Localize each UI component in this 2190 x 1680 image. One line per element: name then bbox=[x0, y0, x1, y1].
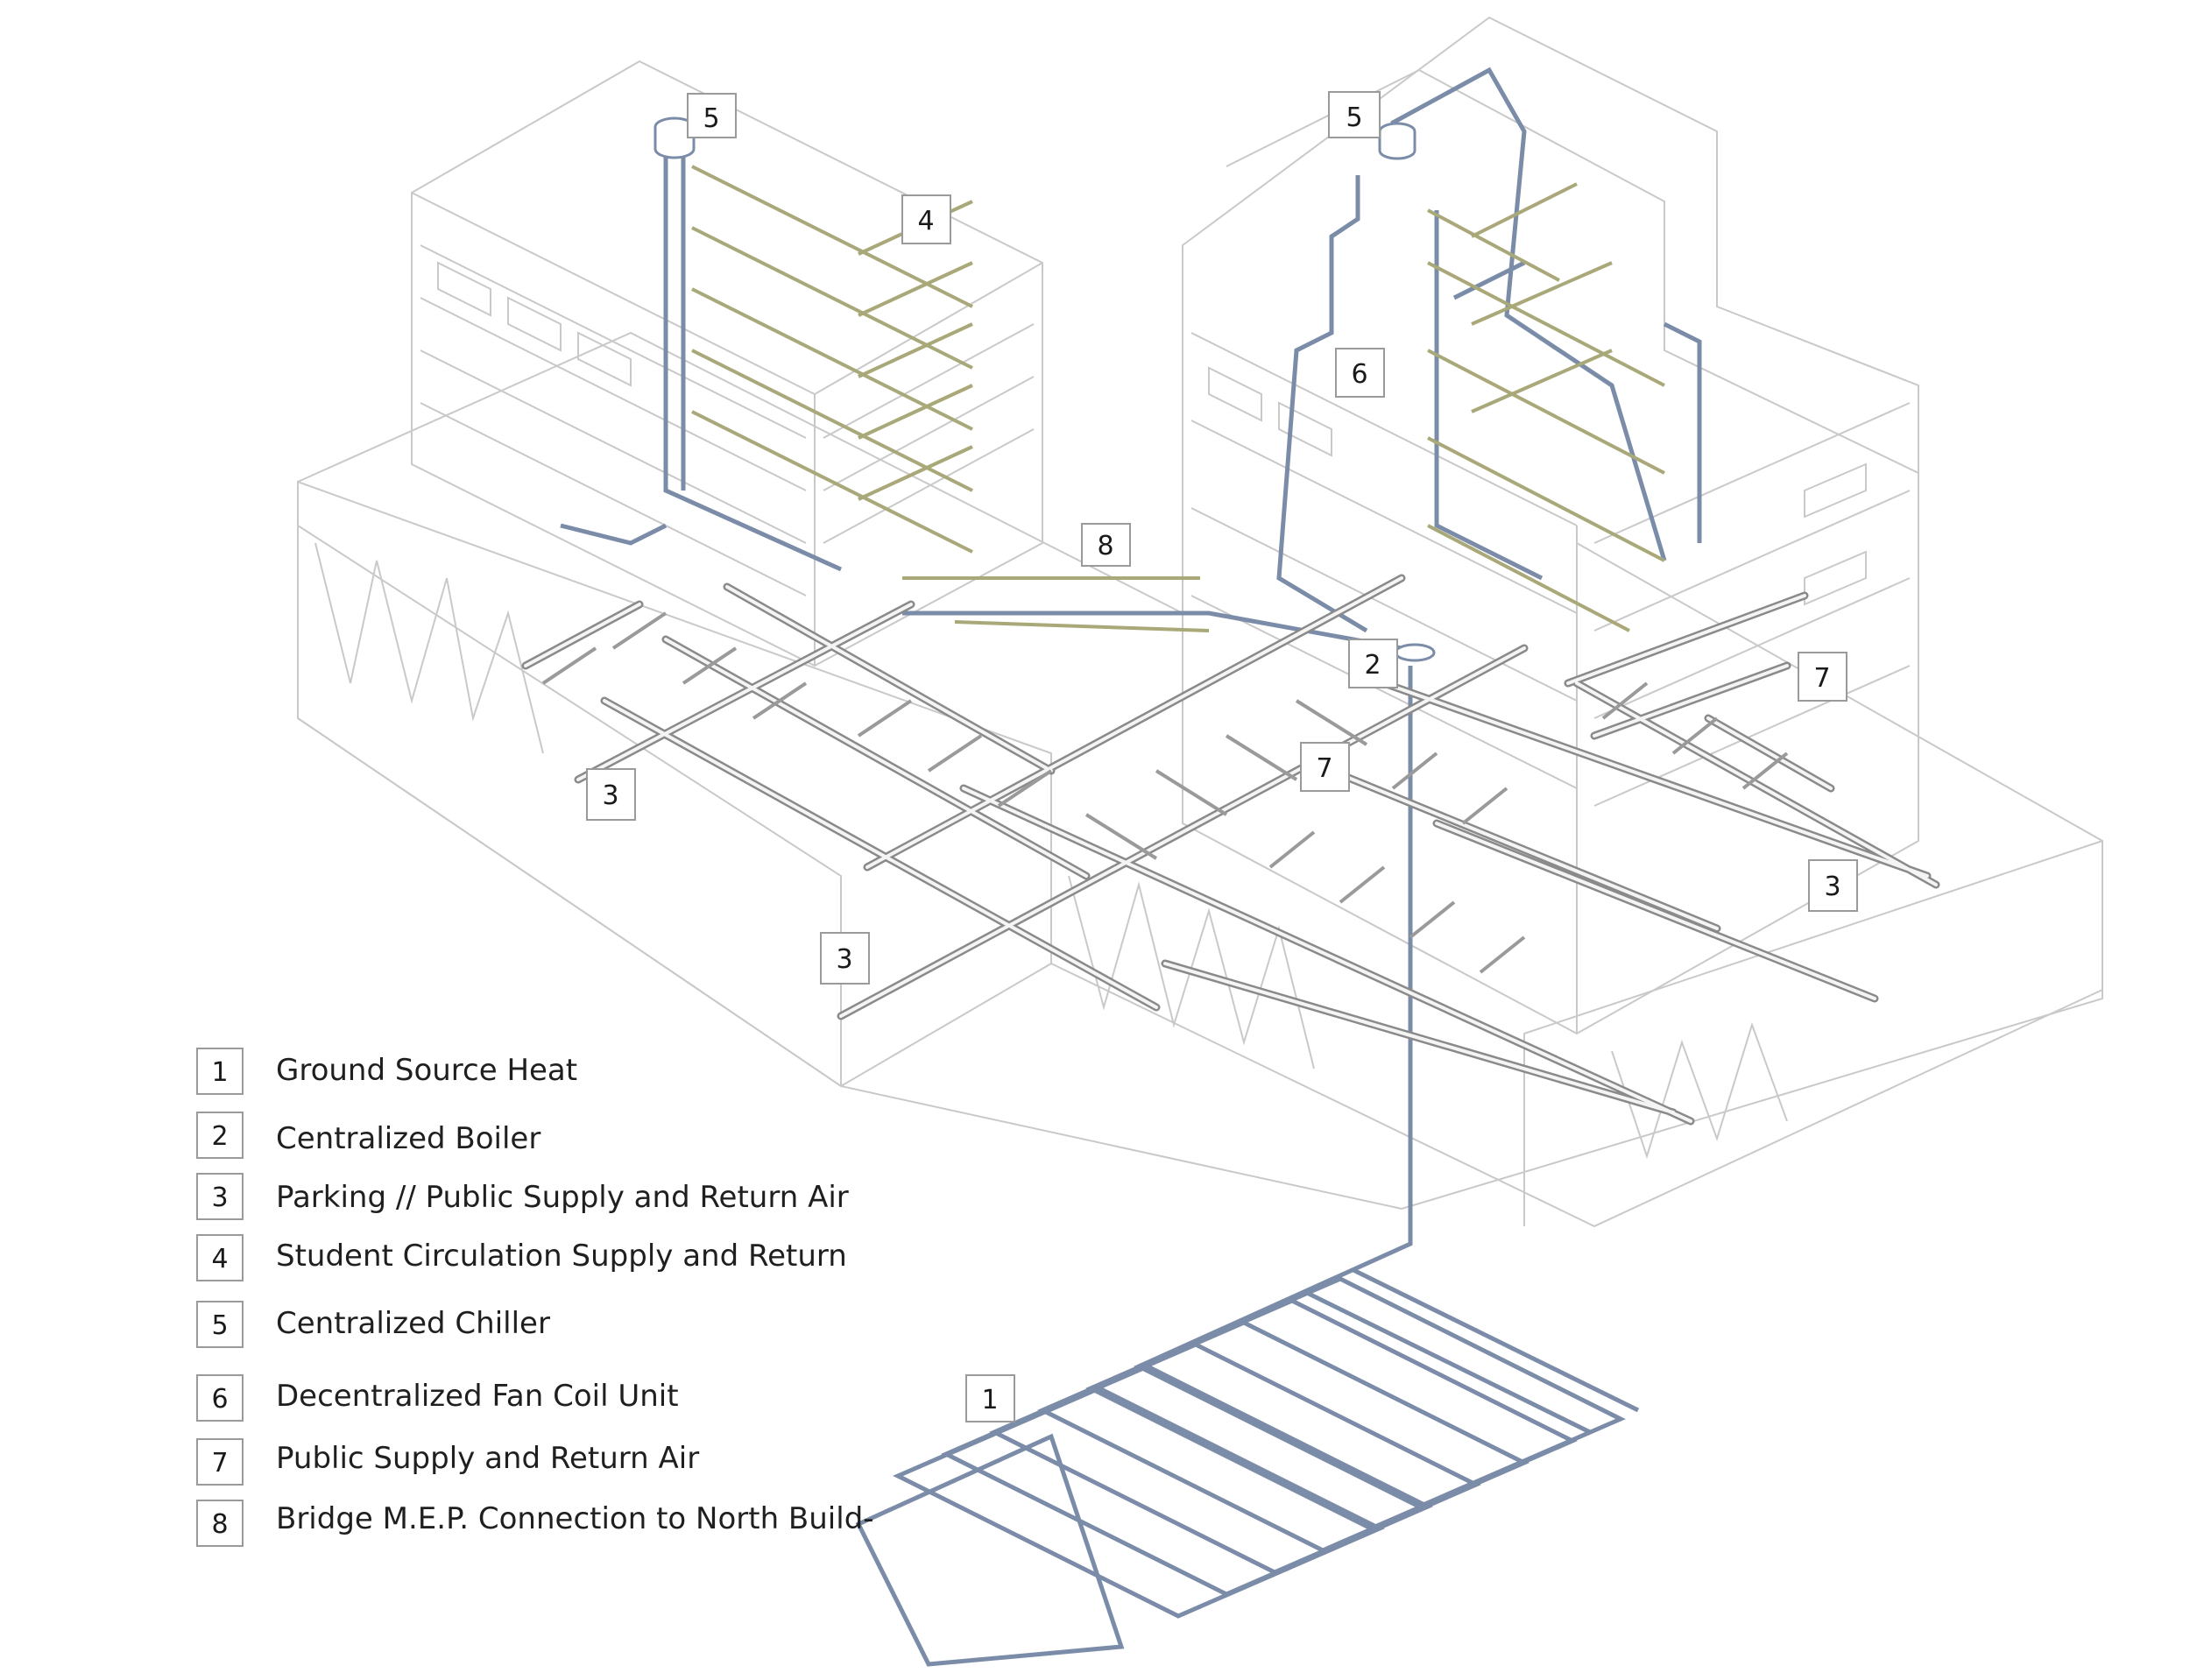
legend-label: Bridge M.E.P. Connection to North Build- bbox=[276, 1501, 874, 1536]
svg-text:8: 8 bbox=[1097, 531, 1113, 561]
legend-item: 8 Bridge M.E.P. Connection to North Buil… bbox=[196, 1500, 874, 1547]
right-tower bbox=[1182, 16, 1919, 1035]
left-tower-riser bbox=[663, 140, 843, 572]
student-circulation-branches bbox=[691, 165, 1665, 632]
legend-number: 2 bbox=[211, 1121, 228, 1152]
chiller-tanks bbox=[653, 116, 1436, 662]
callout-marker: 2 bbox=[1348, 639, 1398, 688]
callout-marker: 3 bbox=[820, 932, 870, 985]
legend-label: Ground Source Heat bbox=[276, 1053, 577, 1088]
svg-text:7: 7 bbox=[1813, 663, 1830, 694]
callout-marker: 5 bbox=[1328, 91, 1381, 138]
callout-marker: 6 bbox=[1335, 348, 1385, 398]
legend-item: 1 Ground Source Heat bbox=[196, 1048, 577, 1095]
svg-text:3: 3 bbox=[1824, 872, 1840, 902]
svg-text:4: 4 bbox=[917, 206, 934, 236]
svg-text:3: 3 bbox=[836, 944, 852, 975]
svg-text:5: 5 bbox=[1346, 102, 1362, 133]
legend-label: Parking // Public Supply and Return Air bbox=[276, 1180, 849, 1215]
callout-marker: 4 bbox=[901, 194, 951, 244]
svg-text:2: 2 bbox=[1364, 650, 1381, 681]
legend-number-box bbox=[196, 1301, 244, 1348]
legend-number-box bbox=[196, 1048, 244, 1095]
legend-label: Decentralized Fan Coil Unit bbox=[276, 1379, 679, 1414]
legend-item: 6 Decentralized Fan Coil Unit bbox=[196, 1374, 679, 1422]
legend-label: Centralized Chiller bbox=[276, 1306, 550, 1341]
legend-number-box bbox=[196, 1438, 244, 1486]
legend-item: 2 Centralized Boiler bbox=[196, 1112, 540, 1159]
legend-number: 4 bbox=[211, 1244, 228, 1274]
legend-item: 4 Student Circulation Supply and Return bbox=[196, 1234, 847, 1281]
left-tower bbox=[411, 60, 1043, 667]
building-outlines bbox=[297, 16, 2103, 1228]
callout-marker: 3 bbox=[1808, 859, 1858, 912]
svg-text:3: 3 bbox=[602, 780, 618, 811]
legend: 1 Ground Source Heat 2 Centralized Boile… bbox=[196, 1048, 874, 1547]
duct-left-main bbox=[521, 600, 915, 784]
legend-number: 7 bbox=[211, 1448, 228, 1479]
legend-number: 8 bbox=[211, 1509, 228, 1540]
callout-marker: 1 bbox=[965, 1374, 1015, 1422]
duct-cross-branches bbox=[541, 611, 1789, 974]
legend-number-box bbox=[196, 1374, 244, 1422]
legend-number: 6 bbox=[211, 1384, 228, 1415]
air-duct-inner bbox=[524, 576, 1938, 1123]
callout-marker: 8 bbox=[1081, 523, 1131, 567]
bridge-water-line bbox=[902, 611, 1402, 651]
legend-number: 5 bbox=[211, 1310, 228, 1341]
legend-item: 3 Parking // Public Supply and Return Ai… bbox=[196, 1173, 849, 1220]
callout-marker: 5 bbox=[687, 93, 737, 138]
ground-source-loop-field bbox=[855, 1226, 1640, 1667]
legend-item: 5 Centralized Chiller bbox=[196, 1301, 550, 1348]
legend-number: 1 bbox=[211, 1057, 228, 1088]
svg-text:5: 5 bbox=[703, 103, 719, 134]
svg-text:1: 1 bbox=[981, 1385, 998, 1415]
callout-marker: 7 bbox=[1300, 742, 1350, 792]
podium-left-wing bbox=[297, 480, 1052, 1088]
legend-number-box bbox=[196, 1112, 244, 1159]
svg-text:7: 7 bbox=[1316, 753, 1332, 784]
legend-label: Public Supply and Return Air bbox=[276, 1441, 699, 1476]
callout-marker: 3 bbox=[586, 768, 636, 821]
boiler bbox=[1394, 643, 1436, 662]
legend-number-box bbox=[196, 1500, 244, 1547]
callout-marker: 7 bbox=[1798, 652, 1847, 702]
legend-item: 7 Public Supply and Return Air bbox=[196, 1438, 699, 1486]
legend-label: Student Circulation Supply and Return bbox=[276, 1239, 847, 1274]
legend-label: Centralized Boiler bbox=[276, 1121, 540, 1156]
podium-right-wing bbox=[1050, 542, 2103, 1228]
svg-text:6: 6 bbox=[1351, 359, 1367, 390]
legend-number: 3 bbox=[211, 1182, 228, 1213]
legend-number-box bbox=[196, 1173, 244, 1220]
legend-number-box bbox=[196, 1234, 244, 1281]
